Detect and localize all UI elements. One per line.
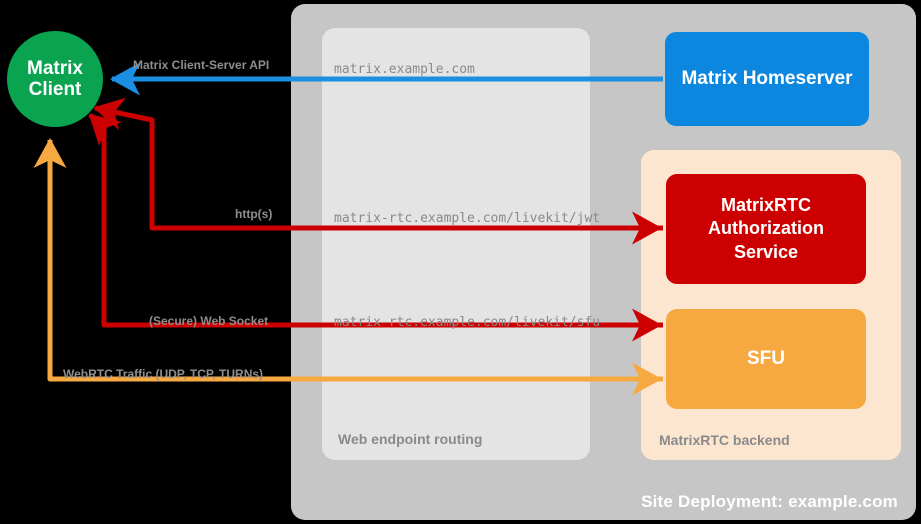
auth-line-1: MatrixRTC [720, 194, 811, 215]
node-matrix-homeserver[interactable]: Matrix Homeserver [665, 32, 869, 126]
node-sfu[interactable]: SFU [666, 309, 866, 409]
node-matrix-homeserver-label: Matrix Homeserver [681, 67, 853, 89]
url-label-jwt: matrix-rtc.example.com/livekit/jwt [334, 211, 601, 226]
web-endpoint-routing-panel: Web endpoint routing [322, 28, 590, 460]
connector-label-cs-api: Matrix Client-Server API [133, 58, 270, 72]
connector-jwt [93, 97, 663, 231]
auth-line-3: Service [733, 241, 799, 262]
url-label-websocket: matrix-rtc.example.com/livekit/sfu [334, 315, 601, 330]
node-auth-label: MatrixRTC Authorization Service [708, 194, 824, 264]
node-sfu-label: SFU [747, 347, 785, 369]
web-endpoint-routing-label: Web endpoint routing [338, 431, 483, 447]
matrixrtc-backend-label: MatrixRTC backend [659, 432, 790, 448]
auth-line-2: Authorization [708, 218, 824, 239]
node-matrix-client-label: Matrix Client [27, 58, 83, 101]
node-matrix-client[interactable]: Matrix Client [7, 31, 103, 127]
connector-label-webrtc: WebRTC Traffic (UDP, TCP, TURNs) [63, 367, 264, 381]
client-line-2: Client [28, 79, 82, 100]
url-label-cs-api: matrix.example.com [334, 62, 475, 77]
client-line-1: Matrix [27, 57, 83, 79]
connector-label-websocket: (Secure) Web Socket [149, 314, 269, 328]
site-deployment-label: Site Deployment: example.com [641, 492, 898, 511]
node-matrixrtc-authorization-service[interactable]: MatrixRTC Authorization Service [666, 174, 866, 284]
connector-label-jwt: http(s) [235, 207, 273, 221]
connector-webrtc [33, 137, 663, 382]
